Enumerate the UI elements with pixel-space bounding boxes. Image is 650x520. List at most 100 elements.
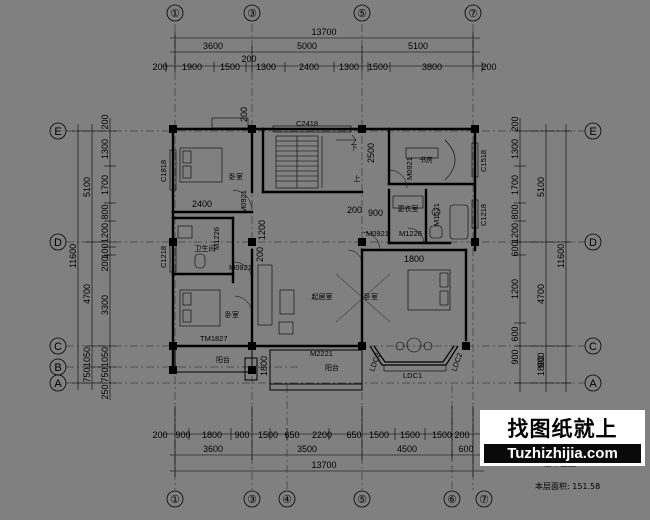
dim-right-mid-4: 1800 (536, 356, 546, 376)
axis-bubble-right-C (584, 337, 602, 355)
axis-bubble-left-E (49, 122, 67, 140)
room-label-dressing: 更衣室 (398, 204, 419, 213)
inner-dim-1200: 1200 (257, 220, 267, 240)
dim-top-row3-7: 1300 (339, 62, 359, 72)
dim-bottom-row1-3: 1800 (202, 430, 222, 440)
dim-right-inner-1: 200 (510, 116, 520, 131)
top-dimension-lines (162, 32, 488, 72)
inner-dim-1800: 1800 (404, 254, 424, 264)
dim-bottom-row1-11: 1500 (432, 430, 452, 440)
tv-cabinet (257, 264, 273, 326)
axis-label-top-1: ① (170, 8, 180, 20)
dim-left-inner-10: 750 (100, 367, 110, 382)
inner-dim-1800b: 1800 (259, 356, 269, 376)
study-chair-arc (444, 139, 456, 181)
room-label-living: 起居室 (312, 292, 333, 301)
code-c1818: C1818 (159, 160, 168, 182)
dim-bottom-overall: 13700 (311, 460, 336, 470)
dim-bottom-row1-4: 900 (234, 430, 249, 440)
dim-bottom-row1-9: 1500 (369, 430, 389, 440)
axis-label-bottom-5: ⑤ (357, 494, 367, 506)
dim-bottom-row1-1: 200 (152, 430, 167, 440)
dim-right-inner-7: 1200 (510, 279, 520, 299)
dim-left-inner-9: 1050 (100, 347, 110, 367)
room-label-bedroom-lower-left: 卧室 (225, 310, 239, 319)
left-dimension-lines (72, 118, 116, 400)
dim-left-inner-3: 1700 (100, 175, 110, 195)
axis-label-bottom-1: ① (170, 494, 180, 506)
axis-label-left-C: C (54, 341, 62, 353)
axis-label-bottom-6: ⑥ (447, 494, 457, 506)
inner-dim-2500: 2500 (366, 143, 376, 163)
code-m0921-a: M0921 (239, 190, 248, 213)
wardrobe (392, 195, 424, 209)
axis-bubble-right-D (584, 233, 602, 251)
bottom-dimension-lines (162, 406, 488, 477)
axis-label-bottom-7: ⑦ (479, 494, 489, 506)
code-m0921-d: M0921 (405, 157, 414, 180)
toilet-left (194, 253, 206, 269)
axis-bubble-top-5 (353, 4, 371, 22)
axis-bubble-right-A (584, 374, 602, 392)
doors (232, 169, 425, 315)
dim-right-inner-8: 600 (510, 326, 520, 341)
axis-bubble-bottom-3 (243, 490, 261, 508)
dim-top-row3-5: 1300 (256, 62, 276, 72)
watermark-box: 找图纸就上 Tuzhizhijia.com (480, 410, 645, 466)
dim-bottom-row2-3: 4500 (397, 444, 417, 454)
room-label-bedroom-right: 卧室 (364, 292, 378, 301)
bath-sink (431, 207, 441, 217)
room-label-balcony-mid: 阳台 (325, 363, 339, 372)
dim-bottom-row1-6: 650 (284, 430, 299, 440)
dim-left-outer: 11600 (68, 244, 78, 268)
armchair (278, 321, 294, 335)
inner-dim-200c: 200 (239, 107, 249, 122)
stair-up-label: 上 (354, 174, 361, 183)
dim-left-inner-11: 250 (100, 384, 110, 399)
axis-label-left-B: B (54, 362, 61, 374)
columns (169, 125, 479, 374)
dim-top-overall: 13700 (311, 27, 336, 37)
dim-left-mid-4: 750 (82, 367, 92, 382)
dim-bottom-row1-5: 1500 (258, 430, 278, 440)
dim-bottom-row1-2: 900 (175, 430, 190, 440)
dim-top-row3-1: 200 (152, 62, 167, 72)
stair-down-label: 下 (351, 144, 358, 152)
coffee-table (279, 289, 295, 315)
axis-label-top-5: ⑤ (357, 8, 367, 20)
code-ldc1: LDC1 (403, 371, 422, 380)
room-label-bedroom-upper-left: 卧室 (229, 172, 243, 181)
dim-right-mid-1: 5100 (536, 177, 546, 197)
room-label-balcony-left: 阳台 (216, 355, 230, 364)
code-m1226-b: M1226 (399, 229, 422, 238)
dim-left-inner-8: 3300 (100, 295, 110, 315)
dim-top-row3-6: 2400 (299, 62, 319, 72)
dim-bottom-row1-12: 200 (454, 430, 469, 440)
dim-left-inner-7: 200 (100, 256, 110, 271)
dim-left-mid-1: 5100 (82, 177, 92, 197)
watermark-cn: 找图纸就上 (507, 417, 618, 441)
bed-right (407, 269, 451, 311)
staircase (275, 134, 357, 189)
axis-bubble-top-7 (464, 4, 482, 22)
round-table (406, 337, 422, 353)
code-m0921-c: M0921 (366, 229, 389, 238)
axis-bubble-bottom-5 (353, 490, 371, 508)
sink-left (177, 225, 193, 239)
right-dimension-lines (514, 118, 572, 392)
dim-right-inner-4: 800 (510, 204, 520, 219)
axis-label-bottom-4: ④ (282, 494, 292, 506)
dim-top-row2-3: 5100 (408, 41, 428, 51)
walls (170, 127, 477, 372)
desk-study (405, 147, 439, 159)
axis-bubble-left-D (49, 233, 67, 251)
axis-label-top-7: ⑦ (468, 8, 478, 20)
axis-label-right-C: C (589, 341, 597, 353)
dim-left-inner-4: 800 (100, 204, 110, 219)
dim-left-inner-5: 1200 (100, 223, 110, 243)
inner-dim-2400: 2400 (192, 199, 212, 209)
axis-label-top-3: ③ (247, 8, 257, 20)
inner-dim-200b: 200 (255, 247, 265, 262)
dim-bottom-row1-8: 650 (346, 430, 361, 440)
